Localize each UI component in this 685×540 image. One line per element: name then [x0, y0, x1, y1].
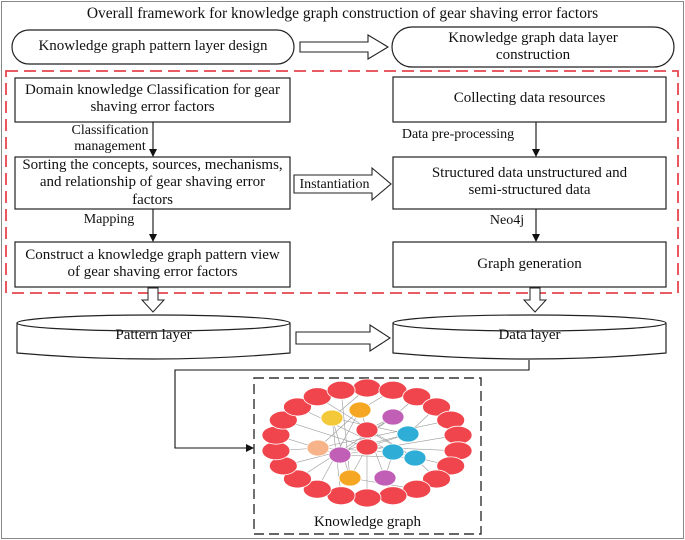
- graph-edge: [366, 446, 459, 452]
- right-step-2-text: Structured data unstructured and semi-st…: [431, 165, 628, 199]
- graph-edge: [339, 454, 416, 459]
- knowledge-graph-caption: Knowledge graph: [313, 514, 422, 530]
- graph-node: [348, 401, 372, 419]
- pattern-layer-label: Pattern layer: [115, 327, 192, 343]
- pattern-layer-cylinder: [16, 314, 291, 360]
- graph-node: [352, 378, 382, 398]
- graph-node: [402, 387, 432, 407]
- edge-label-preprocessing: Data pre-processing: [401, 127, 515, 142]
- pattern-design-box: [11, 29, 295, 65]
- hollow-arrow-down-left: [140, 287, 166, 313]
- graph-node: [422, 397, 451, 417]
- graph-edge: [340, 390, 351, 479]
- graph-edge: [317, 447, 394, 453]
- graph-node: [355, 438, 379, 456]
- graph-node: [396, 425, 420, 443]
- graph-node: [338, 469, 362, 487]
- graph-node: [283, 397, 312, 417]
- graph-node: [326, 380, 356, 400]
- graph-node: [373, 469, 397, 487]
- left-step-box-2: [14, 156, 291, 210]
- graph-node: [378, 486, 408, 506]
- hollow-arrow-top: [299, 34, 390, 60]
- graph-node: [381, 443, 405, 461]
- left-step-3-text: Construct a knowledge graph pattern view…: [25, 247, 280, 281]
- graph-edge: [317, 419, 451, 449]
- knowledge-graph-visualization: [261, 378, 473, 508]
- graph-node: [283, 469, 312, 489]
- graph-node: [422, 469, 451, 489]
- left-step-2-text: Sorting the concepts, sources, mechanism…: [22, 157, 283, 208]
- graph-node: [355, 421, 379, 439]
- graph-node: [328, 446, 352, 464]
- data-construction-label: Knowledge graph data layer construction: [448, 30, 618, 64]
- left-step-box-1: [14, 77, 291, 123]
- right-step-box-3: [392, 241, 667, 288]
- hollow-arrow-down-right: [522, 287, 548, 313]
- right-step-1-text: Collecting data resources: [453, 90, 606, 106]
- graph-node: [352, 488, 382, 508]
- right-step-box-2: [392, 156, 667, 210]
- red-dashed-container: [5, 70, 679, 294]
- graph-node: [268, 410, 298, 430]
- data-layer-cylinder: [392, 314, 667, 360]
- diagram-title: Overall framework for knowledge graph co…: [86, 5, 599, 22]
- edge-label-instantiation: Instantiation: [299, 177, 370, 192]
- left-step-1-text: Domain knowledge Classification for gear…: [25, 82, 280, 116]
- edge-label-neo4j: Neo4j: [489, 213, 525, 228]
- graph-edge: [283, 419, 368, 448]
- left-step-box-3: [14, 241, 291, 288]
- hollow-arrow-layers: [295, 323, 392, 353]
- graph-node: [306, 439, 330, 457]
- data-layer-label: Data layer: [498, 327, 561, 343]
- edge-label-mapping: Mapping: [83, 212, 135, 227]
- right-step-3-text: Graph generation: [477, 256, 582, 272]
- graph-node: [320, 409, 344, 427]
- data-construction-box: [391, 26, 675, 68]
- edge-label-classification: Classification management: [71, 123, 149, 155]
- instantiation-arrow: [293, 166, 392, 202]
- right-step-box-1: [392, 76, 667, 123]
- graph-node: [436, 456, 466, 476]
- connector-to-graph: [174, 360, 530, 452]
- graph-node: [302, 479, 332, 499]
- graph-node: [403, 449, 427, 467]
- pattern-design-label: Knowledge graph pattern layer design: [38, 38, 268, 54]
- graph-node: [381, 408, 405, 426]
